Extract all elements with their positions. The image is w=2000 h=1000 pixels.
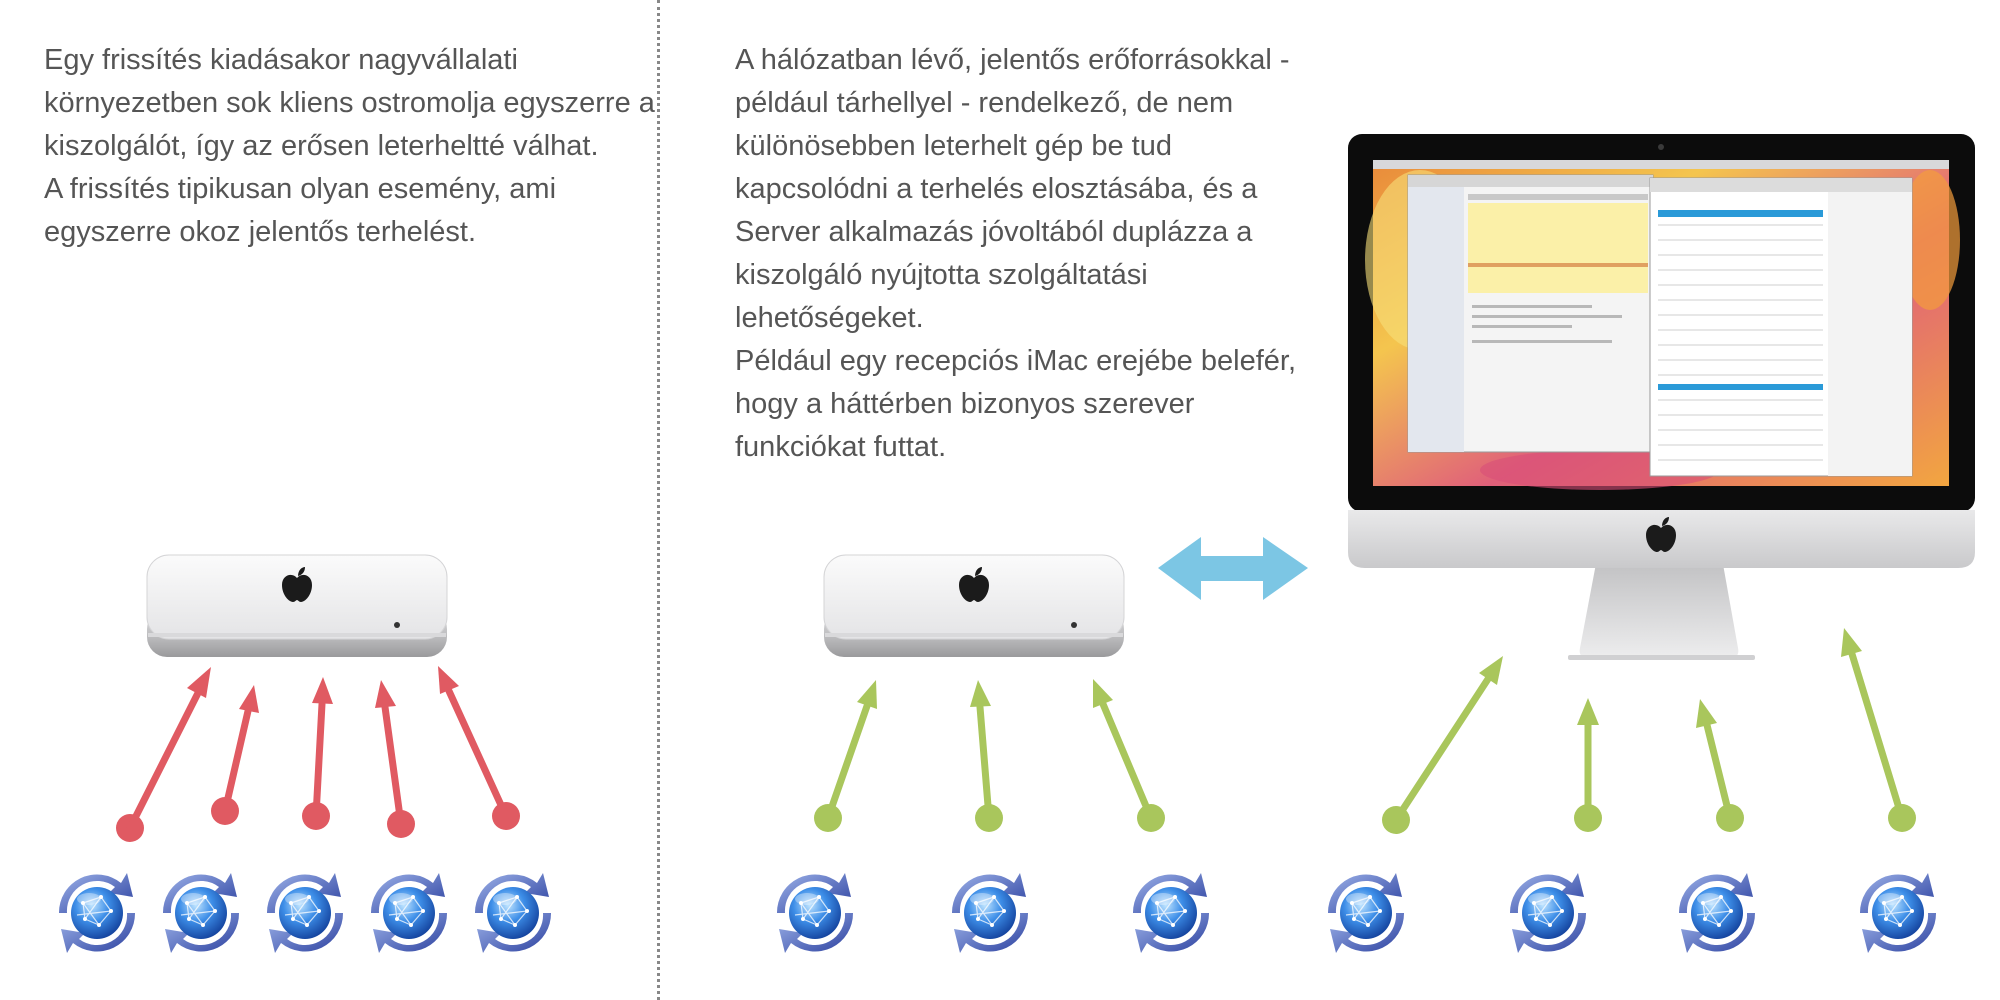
- client-icon: [1678, 872, 1756, 954]
- overload-arrow-5: [438, 666, 520, 830]
- client-icon: [370, 872, 448, 954]
- imac-icon: [1348, 134, 1975, 660]
- left-paragraph-1: Egy frissítés kiadásakor nagyvállalati k…: [44, 44, 655, 162]
- overload-arrow-2: [211, 685, 259, 825]
- client-icon: [1327, 872, 1405, 954]
- client-icon: [776, 872, 854, 954]
- left-paragraph-2: A frissítés tipikusan olyan esemény, ami…: [44, 173, 557, 248]
- overload-arrow-1: [116, 667, 211, 842]
- client-icon: [1132, 872, 1210, 954]
- client-icon: [951, 872, 1029, 954]
- panel-divider: [657, 0, 660, 1000]
- balanced-arrow-3: [1093, 679, 1165, 832]
- overload-arrow-4: [375, 680, 415, 838]
- balanced-arrow-2: [970, 680, 1003, 832]
- right-paragraph-1: A hálózatban lévő, jelentős erőforrásokk…: [735, 44, 1290, 334]
- overload-arrows: [116, 666, 520, 842]
- client-icon: [162, 872, 240, 954]
- right-paragraph-2: Például egy recepciós iMac erejébe belef…: [735, 345, 1296, 463]
- client-icon: [58, 872, 136, 954]
- server-left-icon: [147, 555, 447, 657]
- balanced-arrow-4: [1382, 656, 1503, 834]
- left-clients: [58, 872, 552, 954]
- balanced-arrow-1: [814, 680, 877, 832]
- right-clients: [776, 872, 1937, 954]
- balanced-arrow-5: [1574, 698, 1602, 832]
- server-right-icon: [824, 555, 1124, 657]
- imac-screen: [1365, 160, 1960, 490]
- client-icon: [266, 872, 344, 954]
- left-description: Egy frissítés kiadásakor nagyvállalati k…: [44, 39, 684, 254]
- balanced-arrows: [814, 628, 1916, 834]
- balanced-arrow-6: [1696, 699, 1744, 832]
- client-icon: [474, 872, 552, 954]
- right-description: A hálózatban lévő, jelentős erőforrásokk…: [735, 39, 1315, 469]
- link-double-arrow: [1158, 537, 1308, 600]
- client-icon: [1859, 872, 1937, 954]
- overload-arrow-3: [302, 677, 333, 830]
- balanced-arrow-7: [1841, 628, 1916, 832]
- client-icon: [1509, 872, 1587, 954]
